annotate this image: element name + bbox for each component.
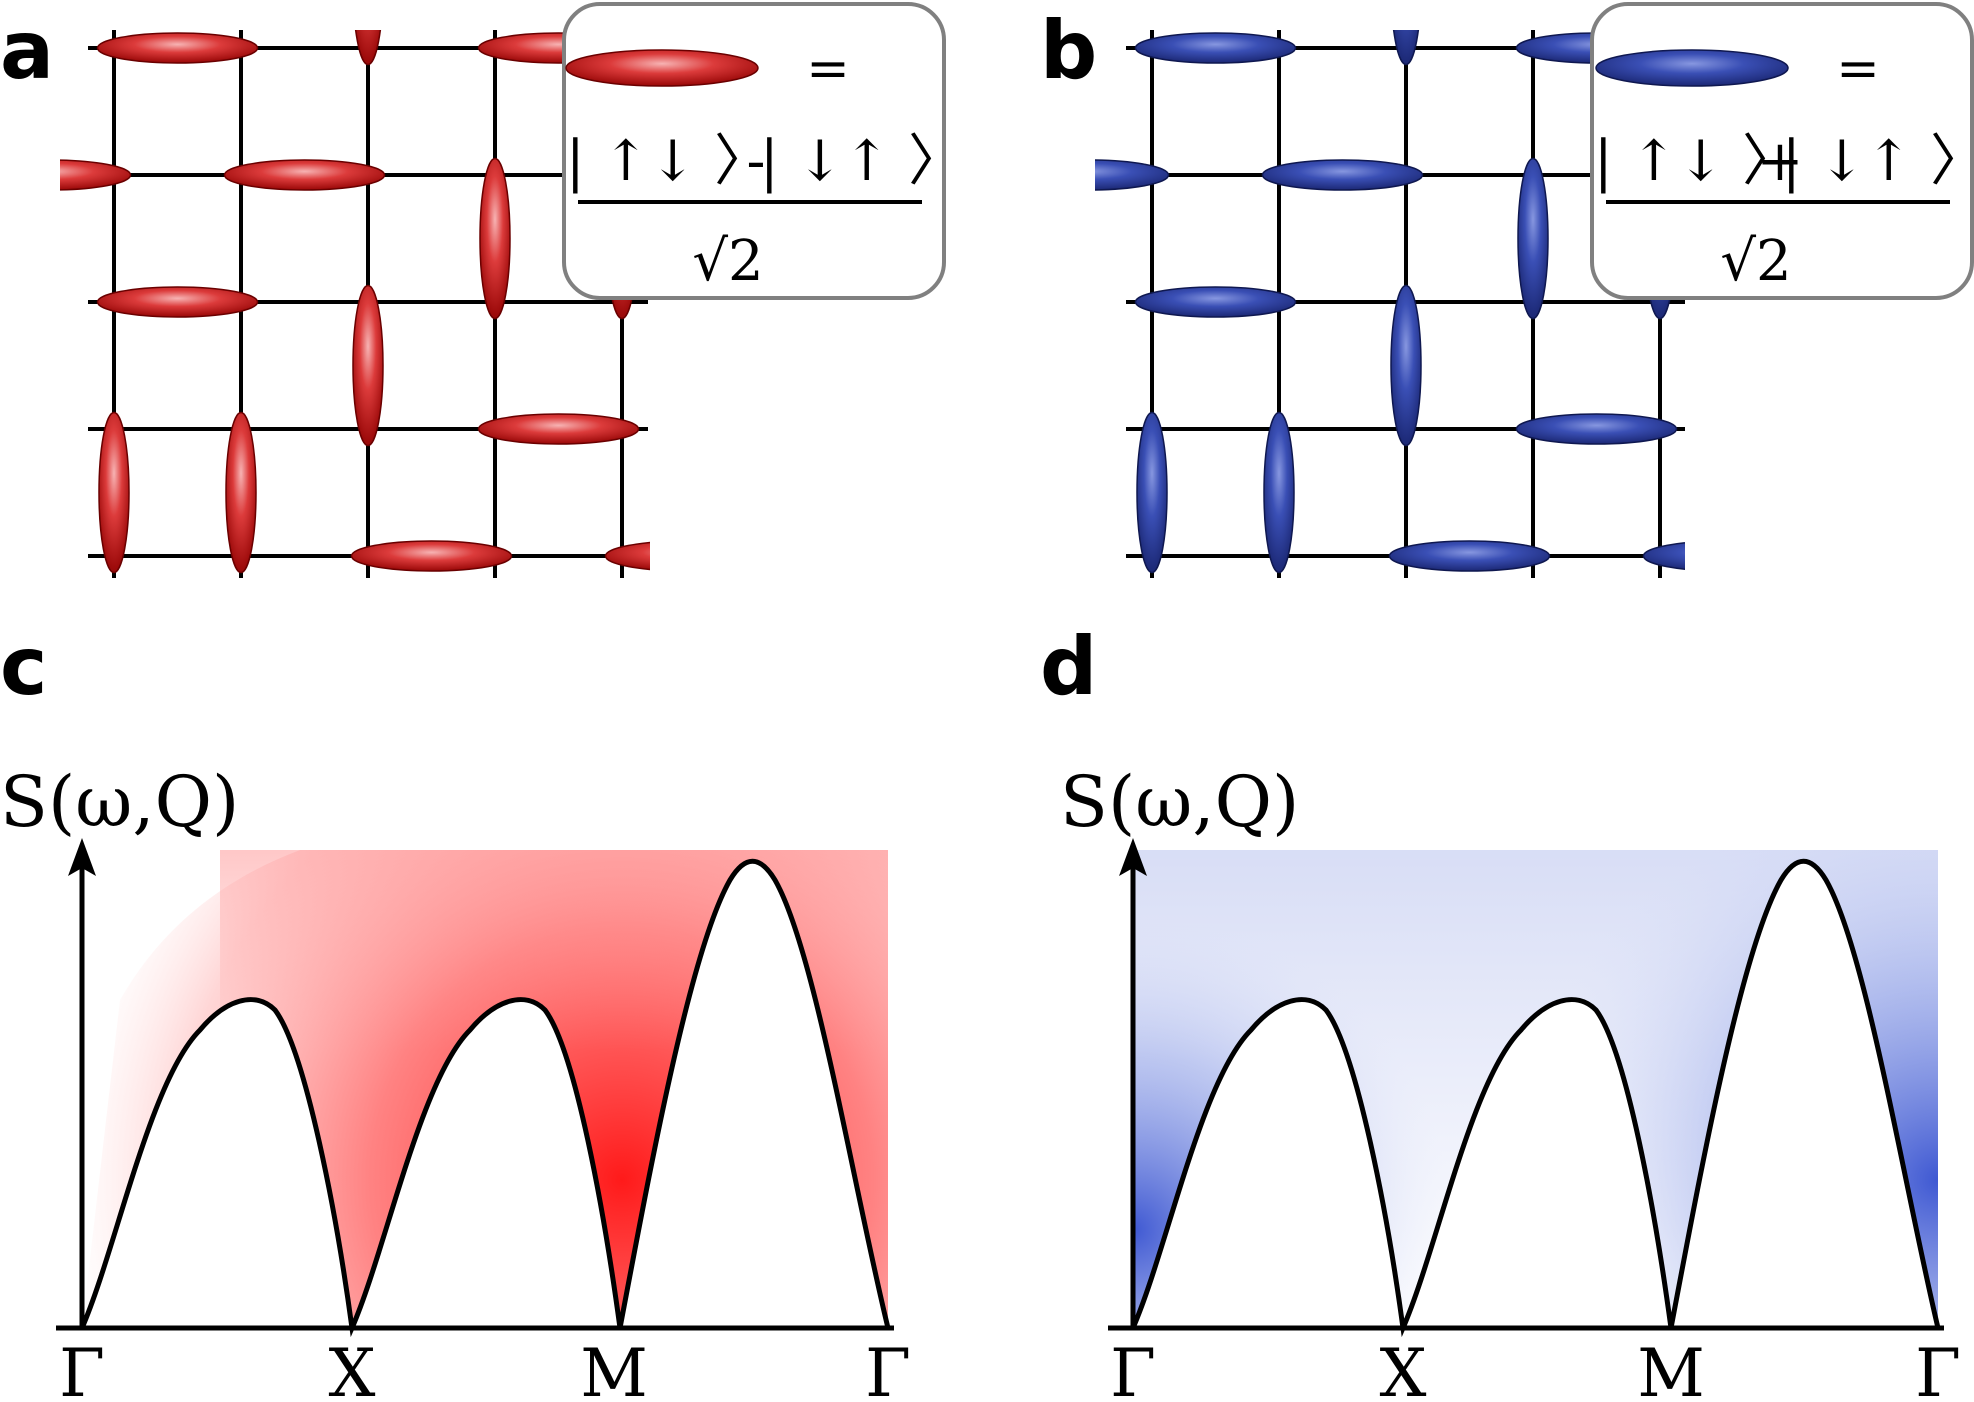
lattice-b-dimer	[1388, 540, 1551, 572]
tick-c-gamma-right: Γ	[865, 1335, 911, 1402]
lattice-b-dimer	[1515, 413, 1678, 445]
ylabel-c: S(ω,Q)	[0, 761, 239, 843]
tick-d-x: X	[1380, 1335, 1427, 1402]
dimer-lattice-a	[60, 30, 650, 578]
panel-a: a = | ↑↓ 〉 - | ↓↑ 〉 √2	[0, 2, 964, 578]
lattice-a-dimer	[96, 286, 259, 318]
panel-letter-d: d	[1040, 620, 1097, 713]
dispersion-curve-c	[79, 858, 891, 1338]
lattice-b-dimer	[1517, 157, 1549, 320]
ylabel-d: S(ω,Q)	[1060, 761, 1299, 843]
inset-a-ket1: | ↑↓ 〉	[566, 129, 770, 194]
lattice-a-dimer	[479, 157, 511, 320]
inset-b-ket1: | ↑↓ 〉	[1594, 129, 1798, 194]
inset-a-denominator: √2	[692, 229, 763, 294]
tick-c-gamma-left: Γ	[59, 1335, 105, 1402]
lattice-b-dimer	[1134, 32, 1297, 64]
legend-dimer-red	[565, 49, 759, 87]
lattice-a-dimer	[604, 541, 650, 571]
arch-mask-c	[82, 861, 888, 1328]
tick-d-gamma-right: Γ	[1915, 1335, 1961, 1402]
y-axis-arrow-c	[68, 838, 96, 876]
panel-letter-b: b	[1040, 4, 1097, 97]
lattice-a-dimer	[354, 30, 382, 66]
lattice-b-dimer	[1095, 159, 1170, 191]
inset-a-ket2: | ↓↑ 〉	[760, 129, 964, 194]
lattice-a-dimer	[477, 413, 640, 445]
lattice-a-dimer	[350, 540, 513, 572]
lattice-b-dimer	[1134, 286, 1297, 318]
lattice-a-dimer	[352, 284, 384, 447]
panel-d: d S(ω,Q) Γ X M Γ	[1040, 620, 1961, 1402]
lattice-a-dimer	[98, 411, 130, 574]
lattice-b-dimer	[1390, 284, 1422, 447]
inset-b-sign: +	[1757, 129, 1804, 194]
panel-c: c S(ω,Q) Γ X M Γ	[0, 620, 911, 1402]
dispersion-curve-d	[1130, 858, 1941, 1338]
inset-b: = | ↑↓ 〉 + | ↓↑ 〉 √2	[1590, 2, 1974, 300]
tick-c-x: X	[329, 1335, 376, 1402]
lattice-a-dimer	[225, 411, 257, 574]
lattice-b-dimer	[1136, 411, 1168, 574]
lattice-b-dimer	[1392, 30, 1420, 66]
legend-dimer-blue	[1595, 49, 1789, 87]
lattice-b-dimer	[1263, 411, 1295, 574]
y-axis-arrow-d	[1119, 838, 1147, 876]
inset-a-equals: =	[806, 39, 850, 99]
lattice-a-dimer	[60, 159, 132, 191]
panel-letter-a: a	[0, 4, 54, 97]
arch-mask-d	[1133, 861, 1938, 1328]
lattice-a-dimer	[96, 32, 259, 64]
inset-a-sign: -	[747, 129, 766, 194]
inset-a: = | ↑↓ 〉 - | ↓↑ 〉 √2	[562, 2, 964, 300]
inset-b-ket2: | ↓↑ 〉	[1782, 129, 1974, 194]
tick-d-m: M	[1637, 1335, 1705, 1402]
inset-b-denominator: √2	[1720, 229, 1791, 294]
lattice-b-dimer	[1261, 159, 1424, 191]
panel-letter-c: c	[0, 620, 47, 713]
tick-c-m: M	[580, 1335, 648, 1402]
tick-d-gamma-left: Γ	[1110, 1335, 1156, 1402]
lattice-a-dimer	[223, 159, 386, 191]
panel-b: b = | ↑↓ 〉 + | ↓↑ 〉 √2	[1040, 2, 1974, 578]
lattice-b-dimer	[1642, 542, 1685, 570]
inset-b-equals: =	[1836, 39, 1880, 99]
